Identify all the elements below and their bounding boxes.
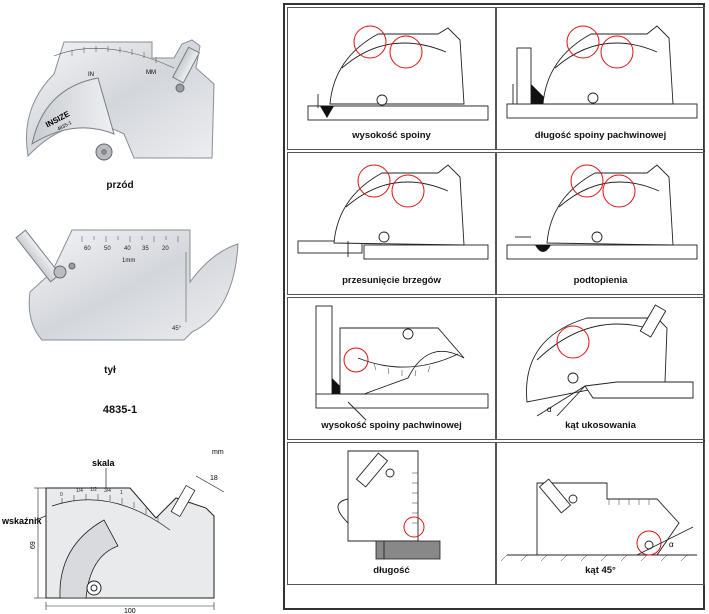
gauge-front-photo: IN MM INSIZE 4835-1 — [25, 39, 215, 161]
edge-offset-diagram — [297, 164, 489, 260]
usage-label-7: kąt 45° — [585, 565, 616, 576]
angle-45-diagram: α — [500, 478, 697, 562]
scale-tick-1: 1/4 — [76, 488, 83, 494]
usage-cell-weld-height: wysokość spoiny — [287, 7, 496, 150]
usage-label-5: kąt ukosowania — [565, 420, 636, 431]
dim-small: 18 — [210, 475, 218, 482]
undercut-diagram — [506, 164, 698, 260]
usage-label-4: wysokość spoiny pachwinowej — [321, 420, 462, 431]
pointer-callout: wskaźnik — [1, 516, 43, 526]
scale-tick-3: 3/4 — [104, 488, 111, 494]
back-angle-label: 45° — [172, 326, 182, 332]
usage-label-6: długość — [373, 565, 410, 576]
usage-cell-fillet-length: długość spoiny pachwinowej — [496, 7, 705, 150]
model-number: 4835-1 — [102, 404, 138, 416]
bevel-angle-diagram: α — [526, 304, 694, 417]
front-caption: przód — [106, 180, 134, 191]
scale-callout: skala — [92, 458, 116, 468]
unit-label: mm — [212, 449, 224, 456]
fillet-height-diagram — [315, 305, 489, 421]
back-scale-3: 35 — [142, 246, 149, 252]
length-diagram — [337, 450, 441, 560]
scale-tick-4: 1 — [120, 490, 123, 496]
dimension-drawing: mm skala wskaźnik 0 1/4 1/2 3/4 1 69 — [1, 449, 225, 614]
usage-cell-undercut: podtopienia — [496, 152, 705, 295]
usage-cell-edge-offset: przesunięcie brzegów — [287, 152, 496, 295]
scale-tick-0: 0 — [60, 492, 63, 498]
dim-height: 69 — [30, 541, 37, 549]
gauge-back-photo: 60 50 40 35 20 1mm 45° — [15, 229, 239, 341]
usage-label-0: wysokość spoiny — [352, 130, 431, 141]
usage-label-1: długość spoiny pachwinowej — [534, 130, 667, 141]
front-in-label: IN — [88, 72, 94, 78]
bevel-alpha: α — [547, 405, 552, 414]
back-scale-4: 20 — [162, 246, 169, 252]
usage-cell-bevel-angle: α kąt ukosowania — [496, 297, 705, 440]
usage-cell-fillet-height: wysokość spoiny pachwinowej — [287, 297, 496, 440]
usage-cell-angle-45: α kąt 45° — [496, 442, 705, 585]
product-photos: IN MM INSIZE 4835-1 przód 60 50 40 35 20… — [0, 0, 282, 614]
scale-tick-2: 1/2 — [90, 487, 97, 493]
usage-label-2: przesunięcie brzegów — [342, 275, 441, 286]
back-scale-2: 40 — [124, 246, 131, 252]
back-unit-label: 1mm — [122, 258, 135, 264]
usage-label-3: podtopienia — [573, 275, 628, 286]
usage-grid: wysokość spoiny długość spoiny pachwinow… — [283, 3, 705, 610]
back-caption: tył — [104, 365, 116, 376]
angle-alpha: α — [669, 540, 674, 549]
fillet-length-diagram — [506, 25, 698, 119]
weld-height-diagram — [307, 25, 489, 121]
dim-width: 100 — [124, 608, 136, 614]
back-scale-1: 50 — [104, 246, 111, 252]
usage-cell-length: długość — [287, 442, 496, 585]
front-mm-label: MM — [146, 70, 156, 76]
back-scale-0: 60 — [84, 246, 91, 252]
